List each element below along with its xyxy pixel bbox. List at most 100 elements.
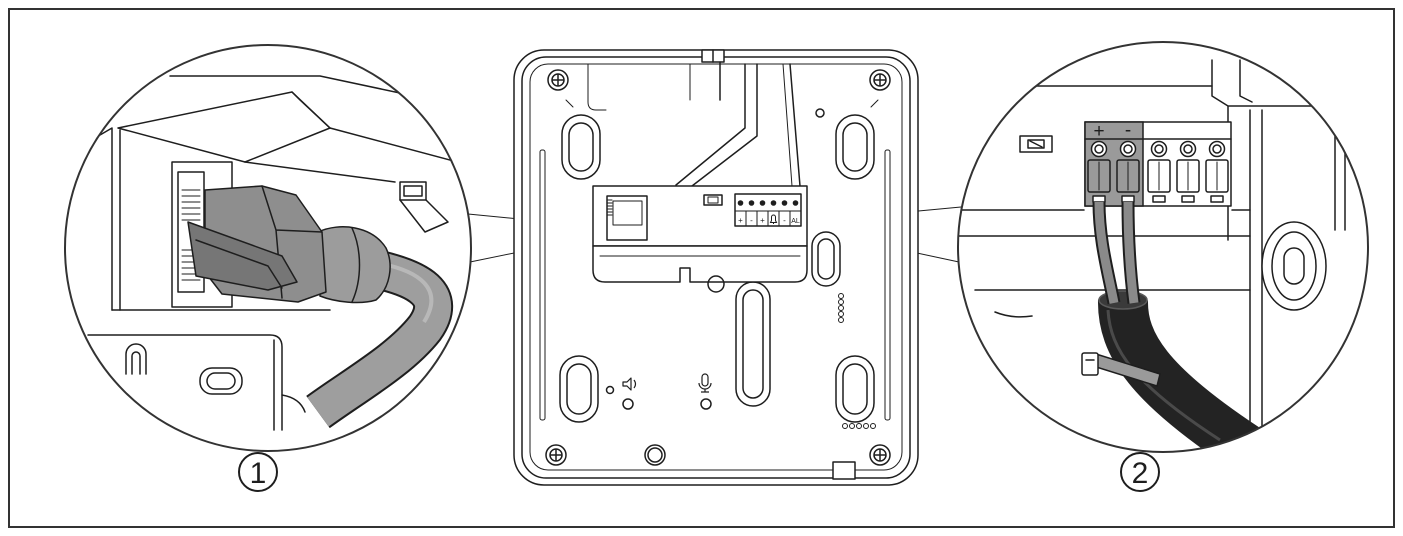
jumper-inner: [707, 196, 719, 204]
wire-entry: [1152, 195, 1166, 203]
led-dot-row: [842, 423, 876, 429]
wire-entry: [1092, 195, 1106, 203]
rj45-port-opening: [612, 200, 643, 226]
terminal-strip-separators: [745, 210, 791, 227]
microphone-icon: [698, 373, 712, 393]
slot-outer: [561, 114, 601, 180]
led-dot: [842, 423, 848, 429]
wire-entry: [1181, 195, 1195, 203]
screw-icon: [547, 69, 569, 91]
mounting-slot-top-left: [561, 114, 601, 180]
board-terminal-label: -: [750, 216, 753, 225]
plug-boot: [317, 226, 391, 304]
terminal-screw: [1090, 140, 1108, 158]
terminal-screw: [737, 200, 744, 206]
slot-inner: [817, 238, 835, 280]
switch-component-inner: [1027, 139, 1045, 149]
cable-tie-head: [1081, 352, 1099, 376]
led-dot: [870, 423, 876, 429]
housing-arch: [125, 343, 147, 375]
housing-slot-inner: [206, 372, 236, 390]
step-1-circle: [238, 452, 278, 492]
vertical-channel-right: [789, 63, 801, 187]
housing-base-curve: [994, 311, 1033, 318]
slot-outer: [735, 281, 771, 407]
diagonal-channel-lower: [691, 63, 758, 187]
led-dot: [863, 423, 869, 429]
screw-inner: [873, 73, 887, 87]
screw-icon: [869, 69, 891, 91]
screw-icon: [545, 444, 567, 466]
screw-icon: [869, 444, 891, 466]
board-terminal-label: -: [783, 216, 786, 225]
step-1-number: 1: [250, 457, 267, 490]
callout-2-magnifier-ring: [957, 41, 1369, 453]
housing-right-wall: [1249, 109, 1346, 452]
left-tick-mark: [565, 99, 574, 108]
terminal-screw: [1119, 140, 1137, 158]
wire-entry: [1210, 195, 1224, 203]
right-side-rail: [884, 149, 891, 421]
backplate-inner-wall: [529, 63, 903, 471]
terminal-screw: [1150, 140, 1168, 158]
terminal-screw-inner: [1212, 144, 1222, 154]
housing-lines: [87, 75, 471, 431]
screw-slot: [552, 74, 564, 86]
terminal-clamp-divider: [1098, 161, 1218, 191]
vertical-channel-right-inner: [782, 63, 793, 187]
bottom-hole-outer: [644, 444, 666, 466]
connector-window-lower-recess: [592, 245, 808, 283]
led-dot-column: [838, 293, 844, 323]
terminal-block-plus-label: +: [1093, 121, 1104, 142]
mounting-slot-bottom-left: [559, 355, 599, 423]
mounting-slot-right-middle: [811, 231, 841, 287]
housing-curve: [281, 394, 306, 413]
slot-outer: [835, 355, 875, 423]
terminal-screw-inner: [1183, 144, 1193, 154]
side-bracket: [399, 199, 449, 233]
terminal-screw-inner: [1154, 144, 1164, 154]
side-component-inner: [403, 185, 423, 197]
terminal-block-minus-label: -: [1125, 120, 1131, 141]
mounting-slot-center: [735, 281, 771, 407]
mounting-slot-bottom-right: [835, 355, 875, 423]
terminal-block: [1084, 121, 1232, 207]
small-hole: [707, 275, 725, 293]
slot-outer: [835, 114, 875, 180]
socket-contacts: [181, 189, 201, 281]
screw-inner: [873, 448, 887, 462]
screw-inner: [551, 73, 565, 87]
power-cable: [1081, 201, 1259, 452]
microphone-hole: [700, 398, 712, 410]
board-terminal-label: AL: [791, 218, 800, 225]
terminal-screw-inner: [1123, 144, 1133, 154]
speaker-hole: [622, 398, 634, 410]
slot-inner: [742, 289, 764, 399]
led-dot: [838, 305, 844, 311]
board-terminal-label: +: [738, 216, 743, 225]
terminal-screw: [1208, 140, 1226, 158]
housing-ledge-lower: [244, 161, 396, 183]
slot-inner: [568, 122, 594, 172]
terminal-screw: [759, 200, 766, 206]
slot-inner: [566, 363, 592, 415]
step-2-circle: [1120, 452, 1160, 492]
top-recess: [587, 63, 607, 111]
slot-outer: [559, 355, 599, 423]
board-terminal-strip: [734, 193, 802, 227]
led-dot: [838, 311, 844, 317]
callout-2-detail: [958, 42, 1368, 452]
led-dot: [838, 293, 844, 299]
screw-slot: [874, 449, 886, 461]
housing-horizontal-lines: [958, 209, 1251, 291]
wire-entry: [1121, 195, 1135, 203]
slot-inner: [842, 363, 868, 415]
rj45-plug: [187, 185, 391, 304]
board-terminal-labels: + - + - AL: [738, 214, 800, 225]
diagonal-channel-upper: [675, 63, 746, 186]
callout-1-magnifier-ring: [64, 44, 472, 452]
led-dot: [849, 423, 855, 429]
plug-boot-ring: [351, 227, 361, 303]
bottom-hole-inner: [647, 447, 663, 463]
